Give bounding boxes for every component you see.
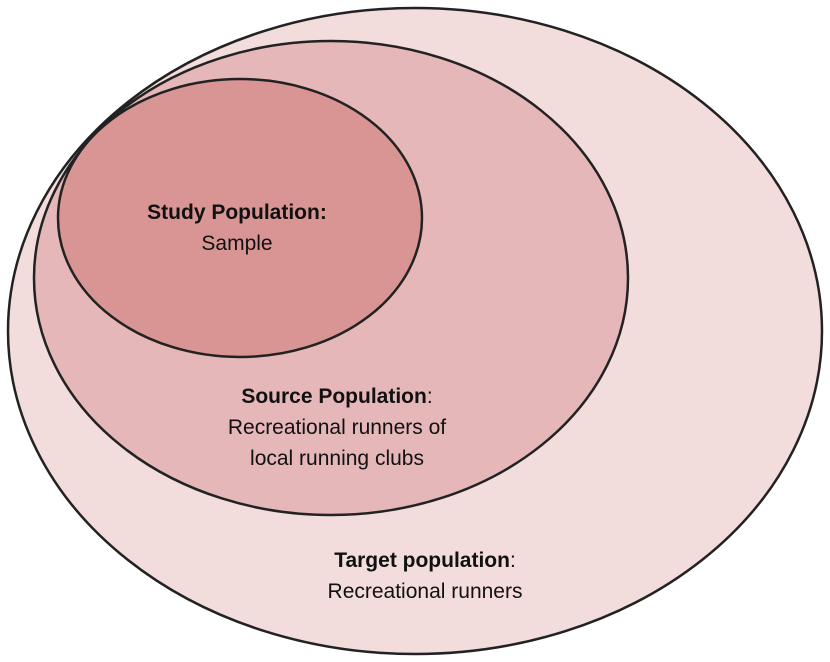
source-population-description-line1: Recreational runners of [227, 416, 447, 439]
study-population-ellipse [56, 77, 424, 359]
target-population-separator: : [509, 549, 516, 572]
study-population-description: Sample [201, 232, 273, 255]
target-population-heading: Target population: [290, 545, 560, 576]
study-population-label: Study Population: Sample [120, 197, 354, 259]
target-population-title: Target population [334, 549, 510, 572]
source-population-heading: Source Population: [182, 381, 492, 412]
source-population-label: Source Population: Recreational runners … [182, 381, 492, 474]
source-population-title: Source Population [241, 385, 427, 408]
target-population-description: Recreational runners [327, 580, 523, 603]
target-population-label: Target population: Recreational runners [290, 545, 560, 607]
study-population-title: Study Population: [147, 201, 327, 224]
source-population-separator: : [426, 385, 433, 408]
source-population-description-line2: local running clubs [250, 447, 424, 470]
